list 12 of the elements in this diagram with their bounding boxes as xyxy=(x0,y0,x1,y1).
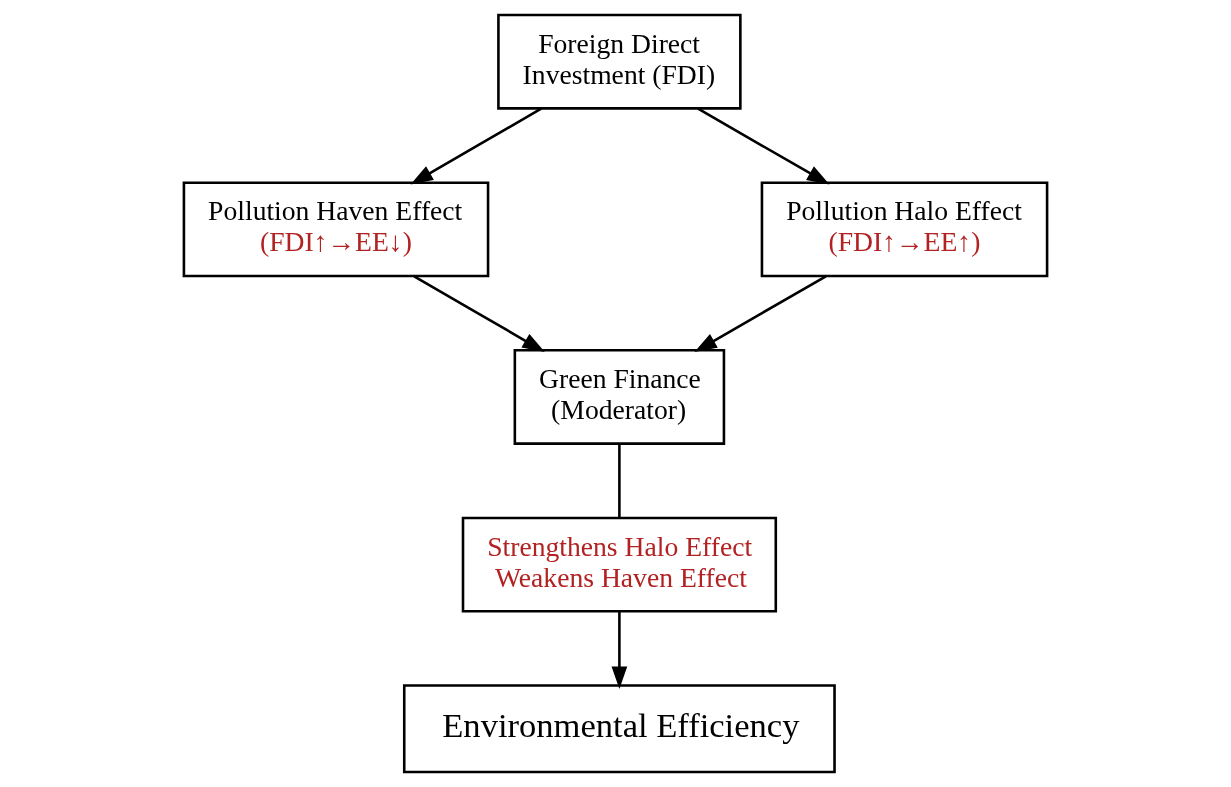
arrow xyxy=(611,611,628,690)
node-box: Environmental Efficiency xyxy=(402,684,836,774)
node-box: Pollution Haven Effect (FDI↑→EE↓) xyxy=(182,181,490,278)
node-box: Green Finance (Moderator) xyxy=(513,349,726,445)
connector xyxy=(618,444,621,518)
node-box: Pollution Halo Effect (FDI↑→EE↑) xyxy=(760,181,1049,278)
node-box: Strengthens Halo Effect Weakens Haven Effect xyxy=(461,516,778,613)
arrow xyxy=(697,107,830,185)
node-box: Foreign Direct Investment (FDI) xyxy=(497,13,742,110)
arrow xyxy=(413,275,545,353)
arrow xyxy=(410,107,542,185)
arrow xyxy=(694,275,827,353)
